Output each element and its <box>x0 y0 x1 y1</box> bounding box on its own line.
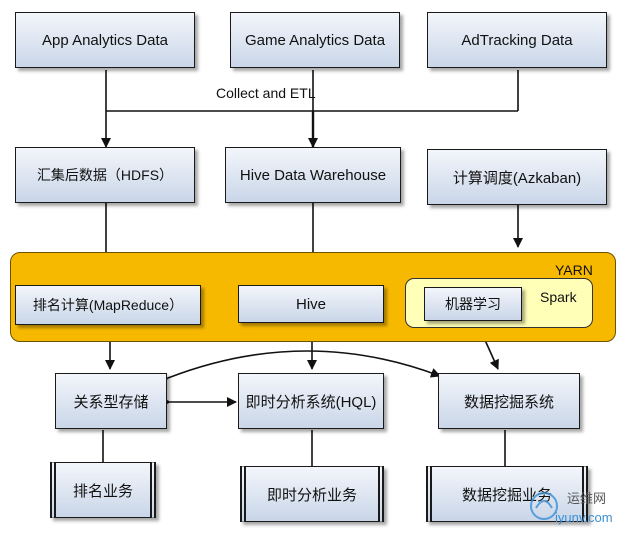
scheduler-box: 计算调度(Azkaban) <box>427 149 607 205</box>
yarn-label: YARN <box>555 262 593 278</box>
ranking-business-box: 排名业务 <box>50 462 156 518</box>
watermark-name: 运维网 <box>567 491 607 506</box>
mapreduce-label: 排名计算(MapReduce） <box>32 297 184 313</box>
ranking-business-label: 排名业务 <box>72 482 133 500</box>
source-game-analytics: Game Analytics Data <box>230 12 400 68</box>
ml-box: 机器学习 <box>424 287 522 321</box>
realtime-business-box: 即时分析业务 <box>240 466 384 522</box>
data-mining-box: 数据挖掘系统 <box>438 373 580 429</box>
hdfs-box: 汇集后数据（HDFS） <box>15 147 195 203</box>
relational-storage-box: 关系型存储 <box>55 373 167 429</box>
hive-box: Hive <box>238 285 384 323</box>
source-app-analytics: App Analytics Data <box>15 12 195 68</box>
realtime-analysis-box: 即时分析系统(HQL) <box>238 373 384 429</box>
watermark-logo <box>530 492 558 520</box>
realtime-business-label: 即时分析业务 <box>266 486 357 504</box>
ml-label: 机器学习 <box>445 296 501 312</box>
hive-dw-label: Hive Data Warehouse <box>239 166 387 184</box>
arrow-relational-mining-arc <box>157 350 441 386</box>
scheduler-label: 计算调度(Azkaban) <box>452 169 582 187</box>
relational-storage-label: 关系型存储 <box>73 393 149 411</box>
source-adtracking: AdTracking Data <box>427 12 607 68</box>
collect-etl-label: Collect and ETL <box>216 85 316 101</box>
mapreduce-box: 排名计算(MapReduce） <box>15 285 201 325</box>
source-ad-label: AdTracking Data <box>461 31 573 49</box>
source-app-label: App Analytics Data <box>42 31 168 49</box>
watermark-url: iyunv.com <box>555 510 613 525</box>
mining-business-label: 数据挖掘业务 <box>461 486 552 504</box>
hive-label: Hive <box>295 295 326 313</box>
realtime-analysis-label: 即时分析系统(HQL) <box>245 393 377 411</box>
spark-label: Spark <box>540 289 577 305</box>
source-game-label: Game Analytics Data <box>244 31 386 49</box>
hive-dw-box: Hive Data Warehouse <box>225 147 401 203</box>
data-mining-label: 数据挖掘系统 <box>463 393 554 411</box>
hdfs-label: 汇集后数据（HDFS） <box>36 167 174 183</box>
mining-business-box: 数据挖掘业务 <box>426 466 588 522</box>
